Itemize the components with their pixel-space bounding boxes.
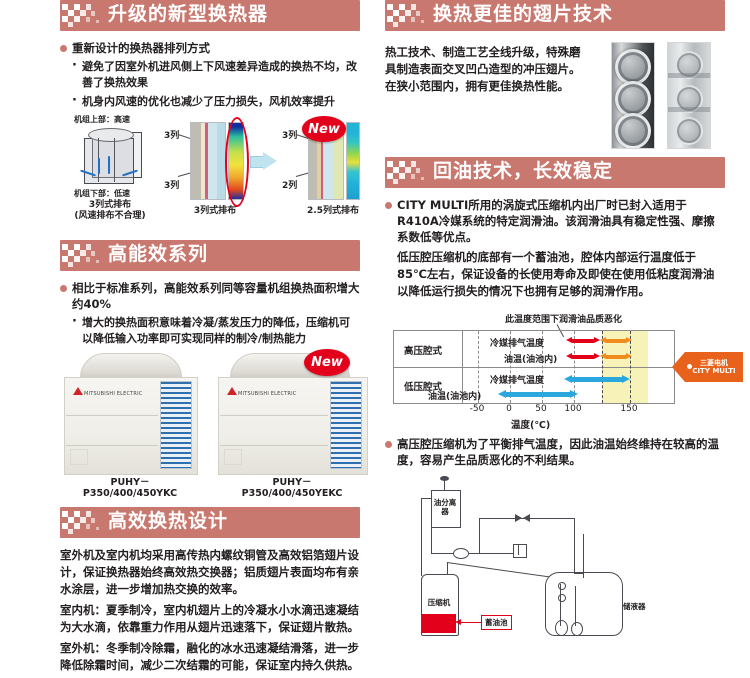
chart-series-label-hp-oiltemp: 油温(油池内) xyxy=(504,355,558,365)
section-title: 回油技术，长效稳定 xyxy=(433,160,614,182)
unit-label-yekc: PUHY－ P350/400/450YEKC xyxy=(241,477,343,499)
chart-tick-3: 50 xyxy=(535,404,547,414)
compressor-circuit-schematic: 油分离器 压缩机 xyxy=(385,474,725,636)
city-multi-banner: 三菱电机 CITY MULTI xyxy=(672,352,743,382)
banner-line-1: 三菱电机 xyxy=(700,358,728,367)
outdoor-unit-yekc: MITSUBISHI ELECTRIC xyxy=(218,353,368,475)
diagram-caption-1a: 3列式排布 xyxy=(88,200,132,210)
diagram-caption-2: 3列式排布 xyxy=(193,206,237,216)
paragraph-efficient-design-2: 室内机：夏季制冷，室内机翅片上的冷凝水小水滴迅速凝结为大水滴，依靠重力作用从翅片… xyxy=(60,603,359,634)
chart-arrow-hp-discharge-red xyxy=(566,337,600,344)
diagram-caption-3: 2.5列式排布 xyxy=(307,206,359,216)
temperature-range-chart: 此温度范围下润滑油品质恶化 高压腔式 低压腔式 冷媒排气温度 xyxy=(385,312,743,432)
bullet-heat-exchanger-1: 重新设计的换热器排列方式 xyxy=(60,40,360,56)
label-rows-c: 3列 xyxy=(282,131,298,141)
new-badge-1: New xyxy=(302,116,346,142)
subbullet-heat-exchanger-2: 机身内风速的优化也减少了压力损失，风机效率提升 xyxy=(60,93,360,110)
chart-tick-4: 100 xyxy=(564,404,582,414)
airflow-arrangement-diagram: 机组上部：高速 机组下部：低速 3列式排布 (风速排布不合理) 3列 3列 xyxy=(60,114,360,224)
paragraph-efficient-design-3: 室外机：冬季制冷除霜，融化的冰水迅速凝结滑落，进一步降低除霜时间，减少二次结霜的… xyxy=(60,641,359,672)
subbullet-high-efficiency-1: 增大的换热面积意味着冷凝/蒸发压力的降低，压缩机可以降低输入功率即可实现同样的制… xyxy=(60,314,360,347)
chart-tick-2: 0 xyxy=(506,404,512,414)
label-rows-a: 3列 xyxy=(164,131,180,141)
bullet-high-efficiency-1: 相比于标准系列，高能效系列同等容量机组换热面积增大约40% xyxy=(60,280,360,312)
left-column: 升级的新型换热器 重新设计的换热器排列方式 避免了因室外机进风侧上下风速差异造成… xyxy=(60,0,368,678)
section-header-high-efficiency: 高能效系列 xyxy=(60,240,360,271)
chart-arrow-lp-discharge xyxy=(564,375,630,384)
label-rows-d: 2列 xyxy=(282,181,298,191)
outdoor-units-photos: MITSUBISHI ELECTRIC PUHY－ P350/400/450YK… xyxy=(60,349,368,499)
section-header-fin-tech: 换热更佳的翅片技术 xyxy=(385,0,725,31)
paragraph-efficient-design-1: 室外机及室内机均采用高传热内螺纹铜管及高效铝箔翅片设计，保证换热器始终高效热交换… xyxy=(60,548,359,596)
chart-annotation: 此温度范围下润滑油品质恶化 xyxy=(505,315,623,325)
fin-photo-crosspattern xyxy=(667,42,711,149)
section-title: 升级的新型换热器 xyxy=(108,3,269,25)
chart-series-label-lp-discharge: 冷媒排气温度 xyxy=(490,376,545,386)
diagram-caption-1b: (风速排布不合理) xyxy=(74,211,146,221)
chart-tick-1: -50 xyxy=(469,404,485,414)
highlight-oval xyxy=(225,117,249,207)
chart-series-label-lp-oiltemp: 油温(油池内) xyxy=(428,392,482,402)
chart-plot-area: 高压腔式 低压腔式 冷媒排气温度 油温(油池内) xyxy=(393,330,675,404)
label-rows-b: 3列 xyxy=(164,181,180,191)
chart-tick-5: 150 xyxy=(620,404,638,414)
oil-separator-label: 油分离器 xyxy=(433,498,457,516)
section-title: 高能效系列 xyxy=(108,243,209,265)
bullet-oil-return-1: CITY MULTI所用的涡旋式压缩机内出厂时已封入适用于R410A冷媒系统的特… xyxy=(385,197,725,245)
chart-row-label-low-pressure: 低压腔式 xyxy=(404,382,443,393)
chart-axis-title: 温度(℃) xyxy=(511,420,551,431)
diagram-top-label: 机组上部：高速 xyxy=(74,115,130,124)
section-header-oil-return: 回油技术，长效稳定 xyxy=(385,157,725,188)
checker-pattern-icon xyxy=(385,157,431,188)
accumulator-label: 储液器 xyxy=(623,602,646,611)
banner-line-2: CITY MULTI xyxy=(692,367,736,375)
paragraph-fin-tech: 热工技术、制造工艺全线升级，特殊磨具制造表面交叉凹凸造型的冲压翅片。在狭小范围内… xyxy=(385,45,581,93)
unit-cube-illustration xyxy=(78,128,142,186)
checker-pattern-icon xyxy=(60,240,106,271)
brochure-page: 升级的新型换热器 重新设计的换热器排列方式 避免了因室外机进风侧上下风速差异造成… xyxy=(0,0,750,660)
section-title: 高效换热设计 xyxy=(108,510,229,532)
checker-pattern-icon xyxy=(60,507,106,538)
unit-label-ykc: PUHY－ P350/400/450YKC xyxy=(82,477,178,499)
oil-pool-fill xyxy=(422,614,456,633)
section-title: 换热更佳的翅片技术 xyxy=(433,3,614,25)
chart-arrow-hp-discharge-orange xyxy=(600,337,632,344)
section-header-efficient-design: 高效换热设计 xyxy=(60,507,360,538)
oil-pool-label: 蓄油池 xyxy=(481,615,512,630)
oil-separator-box xyxy=(431,490,461,528)
chart-row-label-high-pressure: 高压腔式 xyxy=(404,346,443,357)
chart-arrow-hp-oiltemp-red xyxy=(566,353,600,360)
checker-pattern-icon xyxy=(385,0,431,31)
fin-photo-embossed xyxy=(611,42,655,149)
compressor-label: 压缩机 xyxy=(427,598,451,607)
section-header-heat-exchanger: 升级的新型换热器 xyxy=(60,0,360,31)
bullet-oil-return-2: 高压腔压缩机为了平衡排气温度，因此油温始终维持在较高的温度，容易产生品质恶化的不… xyxy=(385,436,725,468)
subbullet-heat-exchanger-1: 避免了因室外机进风侧上下风速差异造成的换热不均，改善了换热效果 xyxy=(60,58,360,91)
outdoor-unit-ykc: MITSUBISHI ELECTRIC xyxy=(64,353,198,475)
chart-arrow-hp-oiltemp-orange xyxy=(600,353,632,360)
chart-arrow-lp-oiltemp xyxy=(498,390,578,399)
new-badge-2: New xyxy=(304,349,350,376)
right-column: 换热更佳的翅片技术 热工技术、制造工艺全线升级，特殊磨具制造表面交叉凹凸造型的冲… xyxy=(385,0,743,636)
checker-pattern-icon xyxy=(60,0,106,31)
diagram-bottom-label: 机组下部：低速 xyxy=(74,189,130,198)
paragraph-oil-return-1: 低压腔压缩机的底部有一个蓄油池，腔体内部运行温度低于85℃左右，保证设备的长使用… xyxy=(397,250,715,298)
chart-series-label-hp-discharge: 冷媒排气温度 xyxy=(490,339,545,349)
